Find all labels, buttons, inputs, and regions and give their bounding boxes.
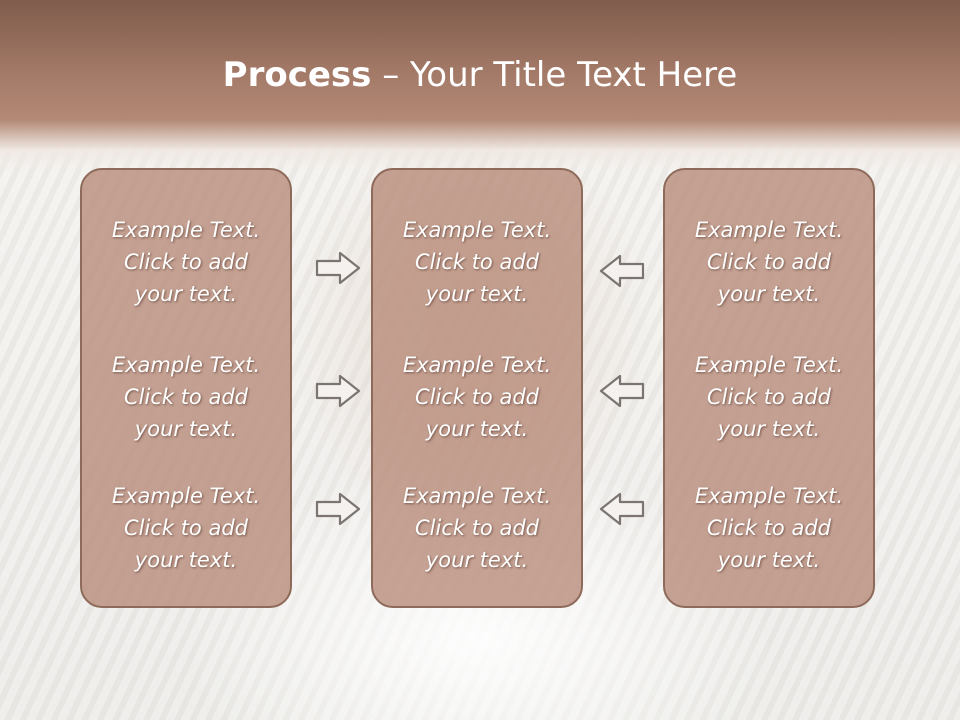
text-line: Click to add (123, 385, 248, 409)
text-line: Click to add (706, 516, 831, 540)
text-line: Click to add (414, 516, 539, 540)
left-arrow-icon[interactable] (598, 253, 646, 289)
text-line: Click to add (414, 250, 539, 274)
title-separator: – (371, 55, 411, 95)
text-line: your text. (425, 548, 529, 572)
text-line: your text. (425, 417, 529, 441)
text-line: your text. (134, 417, 238, 441)
text-placeholder[interactable]: Example Text. Click to add your text. (82, 214, 290, 310)
text-line: Click to add (706, 385, 831, 409)
text-placeholder[interactable]: Example Text. Click to add your text. (665, 214, 873, 310)
text-line: Click to add (123, 516, 248, 540)
text-line: Example Text. (694, 218, 844, 242)
left-arrow-icon[interactable] (598, 491, 646, 527)
title-bold-word: Process (222, 55, 372, 95)
right-arrow-icon[interactable] (314, 491, 362, 527)
text-placeholder[interactable]: Example Text. Click to add your text. (373, 349, 581, 445)
text-line: Example Text. (111, 218, 261, 242)
text-line: Example Text. (694, 484, 844, 508)
text-line: Example Text. (402, 484, 552, 508)
text-line: Click to add (706, 250, 831, 274)
text-line: Example Text. (111, 353, 261, 377)
middle-text-box[interactable]: Example Text. Click to add your text. Ex… (371, 168, 583, 608)
text-line: Example Text. (694, 353, 844, 377)
right-arrow-icon[interactable] (314, 373, 362, 409)
text-line: Click to add (414, 385, 539, 409)
slide-title[interactable]: Process – Your Title Text Here (0, 52, 960, 98)
text-placeholder[interactable]: Example Text. Click to add your text. (373, 480, 581, 576)
left-arrow-icon[interactable] (598, 373, 646, 409)
text-line: Example Text. (111, 484, 261, 508)
right-arrow-icon[interactable] (314, 250, 362, 286)
title-rest: Your Title Text Here (410, 55, 738, 95)
text-placeholder[interactable]: Example Text. Click to add your text. (665, 480, 873, 576)
text-line: your text. (134, 282, 238, 306)
text-line: Example Text. (402, 353, 552, 377)
text-line: your text. (134, 548, 238, 572)
right-text-box[interactable]: Example Text. Click to add your text. Ex… (663, 168, 875, 608)
text-placeholder[interactable]: Example Text. Click to add your text. (373, 214, 581, 310)
text-line: your text. (717, 548, 821, 572)
text-placeholder[interactable]: Example Text. Click to add your text. (82, 480, 290, 576)
text-line: your text. (425, 282, 529, 306)
left-text-box[interactable]: Example Text. Click to add your text. Ex… (80, 168, 292, 608)
text-placeholder[interactable]: Example Text. Click to add your text. (665, 349, 873, 445)
text-line: your text. (717, 282, 821, 306)
text-line: Click to add (123, 250, 248, 274)
text-line: your text. (717, 417, 821, 441)
title-bar (0, 0, 960, 170)
text-placeholder[interactable]: Example Text. Click to add your text. (82, 349, 290, 445)
text-line: Example Text. (402, 218, 552, 242)
